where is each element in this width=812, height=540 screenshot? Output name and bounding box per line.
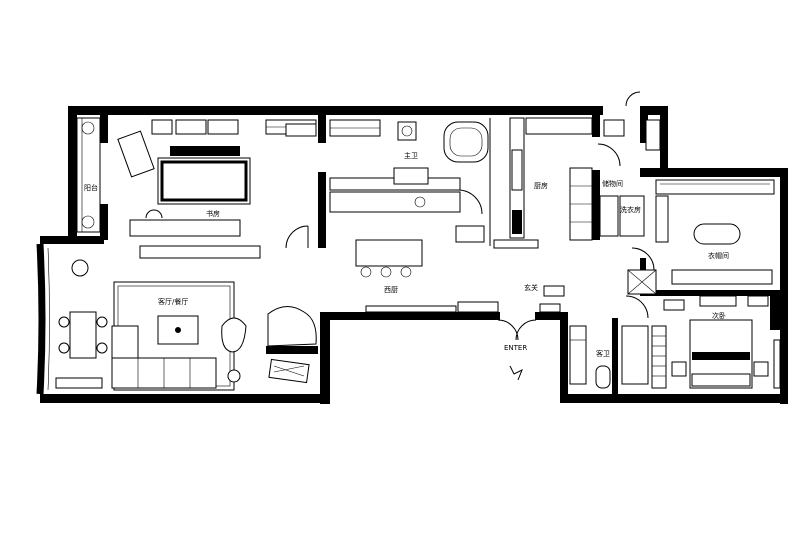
bathroom-kitchen-area: 厨房 西厨: [329, 117, 593, 294]
label-entry: ENTER: [504, 344, 527, 352]
second-bedroom: 次卧: [663, 295, 781, 389]
label-entrance-hall: 玄关: [524, 283, 538, 292]
label-laundry: 洗衣房: [620, 205, 641, 214]
second-bath: 客卫: [569, 295, 667, 389]
label-dining: 西厨: [384, 286, 398, 294]
storage-laundry: 洗衣房 储物间: [569, 91, 661, 241]
label-kitchen: 厨房: [534, 181, 548, 190]
label-second-bath: 客卫: [596, 349, 610, 358]
label-living-dining: 客厅/餐厅: [158, 297, 188, 306]
label-balcony: 阳台: [84, 183, 98, 192]
walk-in-closet: 衣帽间: [627, 179, 775, 295]
study-room: 书房: [76, 117, 317, 259]
label-second-bedroom: 次卧: [712, 311, 726, 320]
label-master-bath: 主卫: [404, 151, 418, 160]
exterior-walls: [36, 106, 788, 404]
living-dining: 客厅/餐厅: [55, 259, 318, 391]
entrance: ENTER 玄关: [365, 283, 565, 381]
label-study: 书房: [206, 209, 220, 218]
label-walk-in-closet: 衣帽间: [708, 251, 729, 260]
label-storage: 储物间: [602, 179, 623, 188]
